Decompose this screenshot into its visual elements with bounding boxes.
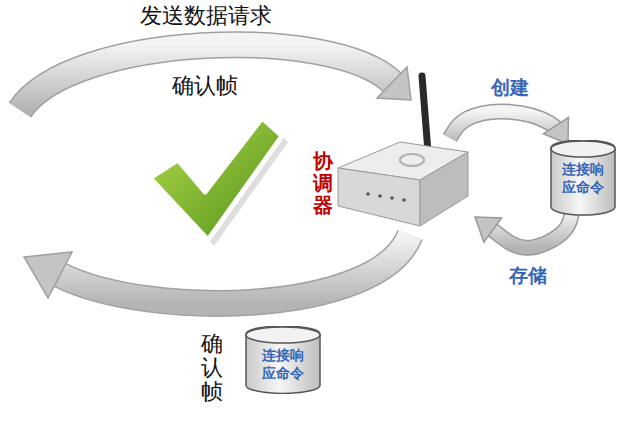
flow-arrow [475,212,572,248]
command-text: 连接响应命令 [262,326,304,382]
device-label: 协调器 [313,150,333,216]
coordinator-device: 协调器 [305,138,475,235]
ack-caption: 确认帧 [201,332,223,405]
ack-caption: 确认帧 [172,73,238,99]
flow-arrow [450,111,568,144]
storage-cylinder: 连接响应命令 [245,326,321,394]
edge-label: 存储 [507,263,549,289]
check-mark [150,118,288,246]
storage-cylinder: 连接响应命令 [550,140,616,216]
cylinder-outline [550,140,616,216]
request-arc [20,45,411,110]
edge-label: 创建 [489,75,531,101]
ack-arc [24,235,410,303]
router-device [338,76,468,226]
command-text: 连接响应命令 [562,140,604,196]
arrow-caption: 发送数据请求 [140,3,272,29]
